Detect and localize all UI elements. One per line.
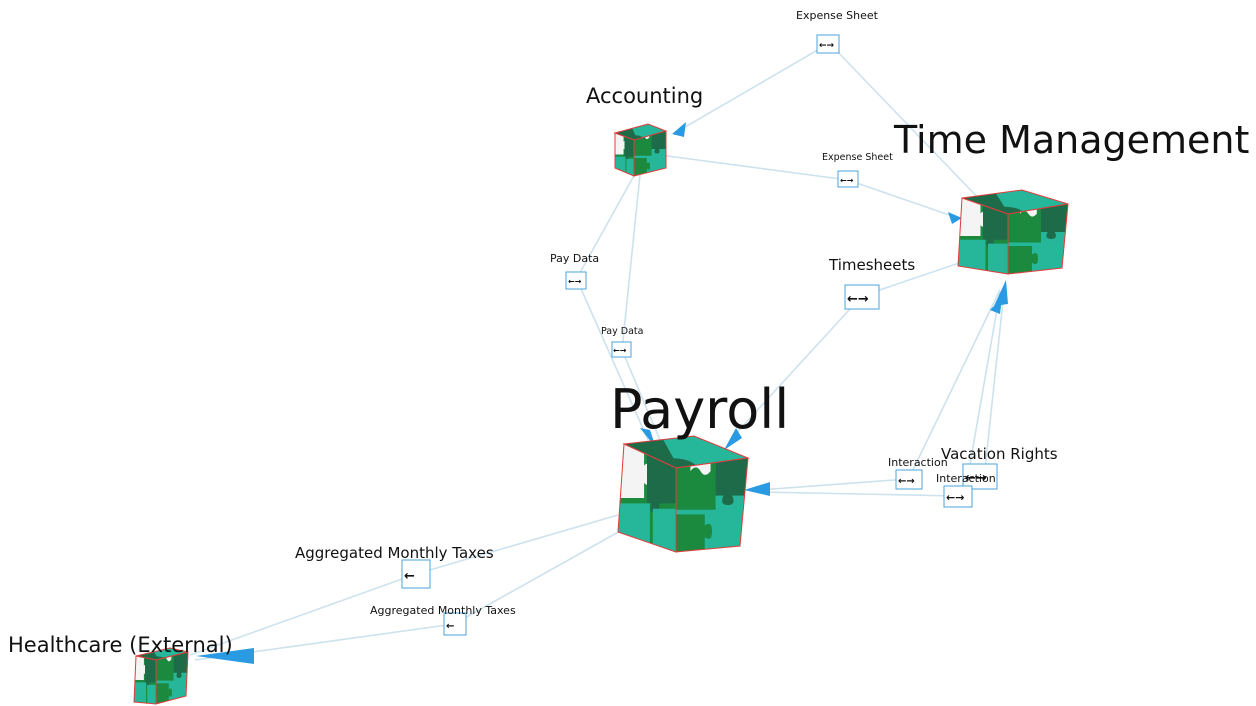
message-expense-sheet-mid-icon[interactable]: ←→ bbox=[837, 170, 859, 188]
edge-timesheets-payroll bbox=[729, 297, 861, 441]
message-pay-data-1-icon[interactable]: ←→ bbox=[565, 271, 587, 290]
svg-text:←→: ←→ bbox=[898, 476, 915, 487]
accounting-cube-icon[interactable] bbox=[613, 123, 668, 177]
svg-text:←→: ←→ bbox=[840, 176, 854, 185]
message-label-pay-data-2: Pay Data bbox=[601, 326, 644, 337]
edge-expense-sheet-top-accounting bbox=[679, 43, 829, 131]
message-label-expense-sheet-top: Expense Sheet bbox=[796, 9, 878, 22]
direction-arrows bbox=[196, 122, 1008, 664]
arrow-cone-icon bbox=[672, 122, 686, 137]
edge-interaction-1-payroll bbox=[759, 478, 909, 491]
arrow-cone-icon bbox=[948, 212, 962, 224]
system-label-accounting: Accounting bbox=[586, 84, 704, 108]
message-pay-data-2-icon[interactable]: ←→ bbox=[611, 341, 632, 358]
edge-time-management-interaction-1 bbox=[909, 289, 1001, 477]
healthcare-cube-icon[interactable] bbox=[133, 647, 189, 705]
svg-text:←→: ←→ bbox=[847, 292, 869, 307]
svg-text:←→: ←→ bbox=[613, 346, 627, 355]
connection-lines bbox=[189, 43, 1005, 661]
message-label-vacation-rights: Vacation Rights bbox=[941, 445, 1058, 463]
arrow-cone-icon bbox=[990, 298, 1002, 314]
svg-text:←→: ←→ bbox=[946, 491, 964, 504]
message-label-expense-sheet-mid: Expense Sheet bbox=[822, 152, 893, 163]
message-label-interaction-1: Interaction bbox=[888, 456, 948, 469]
edge-accounting-expense-sheet-mid bbox=[659, 154, 849, 181]
svg-text:←→: ←→ bbox=[819, 41, 835, 51]
message-vacation-rights-icon[interactable]: ←→ bbox=[962, 463, 998, 490]
svg-text:←: ← bbox=[446, 621, 454, 632]
message-interaction-2-icon[interactable]: ←→ bbox=[943, 485, 973, 508]
edge-time-management-interaction-2 bbox=[983, 291, 1005, 479]
system-label-healthcare-external: Healthcare (External) bbox=[8, 633, 233, 657]
message-agg-taxes-1-icon[interactable]: ← bbox=[401, 559, 431, 589]
message-expense-sheet-top-icon[interactable]: ←→ bbox=[816, 34, 840, 54]
svg-text:←→: ←→ bbox=[965, 471, 987, 486]
arrow-cone-icon bbox=[994, 280, 1008, 306]
message-label-aggregated-monthly-taxes-1: Aggregated Monthly Taxes bbox=[295, 544, 494, 562]
payroll-cube-icon[interactable] bbox=[617, 435, 750, 553]
arrow-cone-icon bbox=[196, 648, 254, 664]
message-label-aggregated-monthly-taxes-2: Aggregated Monthly Taxes bbox=[370, 604, 516, 617]
edge-payroll-agg-taxes-1 bbox=[415, 514, 619, 575]
edge-pay-data-1-payroll bbox=[577, 281, 649, 441]
edge-accounting-pay-data-1 bbox=[575, 171, 637, 281]
edge-agg-taxes-1-healthcare bbox=[189, 573, 417, 656]
svg-text:←→: ←→ bbox=[568, 277, 582, 286]
time-management-cube-icon[interactable] bbox=[957, 189, 1069, 275]
edge-payroll-agg-taxes-2 bbox=[453, 529, 623, 625]
edge-expense-sheet-mid-time-management bbox=[847, 179, 959, 219]
svg-text:←: ← bbox=[404, 569, 415, 584]
arrow-cone-icon bbox=[744, 482, 770, 496]
edge-interaction-2-payroll bbox=[759, 491, 959, 497]
system-label-time-management: Time Management bbox=[894, 118, 1250, 162]
message-label-timesheets: Timesheets bbox=[829, 256, 916, 274]
edge-pay-data-2-payroll bbox=[621, 349, 661, 441]
message-label-pay-data-1: Pay Data bbox=[550, 252, 600, 265]
message-label-interaction-2: Interaction bbox=[936, 472, 996, 485]
message-agg-taxes-2-icon[interactable]: ← bbox=[443, 612, 467, 636]
message-interaction-1-icon[interactable]: ←→ bbox=[895, 469, 923, 490]
edge-time-management-vacation-rights bbox=[967, 291, 1001, 477]
edge-accounting-pay-data-2 bbox=[621, 174, 641, 351]
message-timesheets-icon[interactable]: ←→ bbox=[844, 284, 880, 310]
edge-expense-sheet-top-time-management bbox=[831, 45, 986, 206]
system-label-payroll: Payroll bbox=[610, 378, 790, 441]
arrow-cone-icon bbox=[724, 428, 742, 450]
